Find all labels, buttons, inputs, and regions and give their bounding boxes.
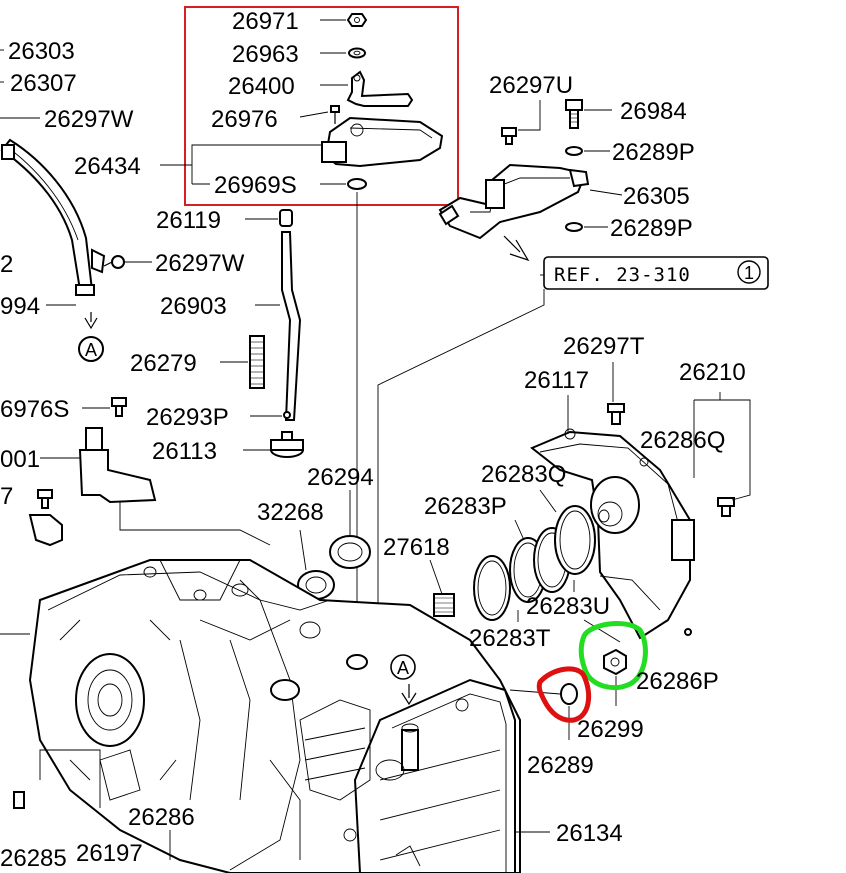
bearing-part-27618 <box>433 593 455 617</box>
label-26903: 26903 <box>160 293 227 320</box>
transaxle-housing <box>28 559 521 873</box>
pin-part-26285 <box>13 791 25 809</box>
lever-part-26400 <box>346 70 414 107</box>
label-26285: 26285 <box>0 845 67 872</box>
label-26117: 26117 <box>524 367 589 394</box>
reference-circle <box>737 260 761 284</box>
highlight-box <box>184 6 459 206</box>
arrow-icon <box>84 312 98 330</box>
bolt-part-26297T <box>607 403 625 425</box>
arrow-icon <box>401 684 417 706</box>
dipstick-tube-part-26903 <box>279 209 302 421</box>
label-001: 001 <box>0 446 40 473</box>
seal-part-26293P <box>283 411 291 419</box>
pipe-part-26305 <box>438 163 590 240</box>
label-26303: 26303 <box>8 38 75 65</box>
spring-part-26279 <box>249 335 265 389</box>
label-26294: 26294 <box>307 464 374 491</box>
label-26113: 26113 <box>152 438 217 465</box>
label-26307: 26307 <box>10 70 77 97</box>
label-26297T: 26297T <box>563 333 645 360</box>
circle-marker-a1 <box>78 336 104 362</box>
label-26305: 26305 <box>623 183 690 210</box>
reference-circle-number: 1 <box>744 263 754 283</box>
snap-ring-part-26283Q <box>554 505 596 575</box>
washer-part-26289P-a <box>565 146 583 156</box>
label-26134: 26134 <box>556 820 623 847</box>
bolt-part-6976S <box>111 397 127 417</box>
sensor-part-001 <box>78 427 157 504</box>
bolt-part-26976 <box>330 105 340 124</box>
green-highlight-circle <box>578 621 648 690</box>
label-26286P: 26286P <box>636 668 719 695</box>
pipe-part-26434-left <box>0 138 106 296</box>
bolt-part-26984 <box>565 99 583 129</box>
cap-part-26294 <box>329 535 371 569</box>
oring-part-26969S <box>347 178 367 190</box>
label-6976S: 6976S <box>0 396 69 423</box>
label-26289: 26289 <box>527 752 594 779</box>
bolt-part-26297U <box>501 127 517 145</box>
label-26119: 26119 <box>156 207 221 234</box>
label-26299: 26299 <box>577 716 644 743</box>
cap-part-26113 <box>270 431 304 458</box>
reference-box <box>543 256 769 290</box>
circle-marker-a1-text: A <box>85 340 97 360</box>
bolt-part-26297W <box>103 255 125 269</box>
washer-part-26289P-b <box>565 222 583 232</box>
label-2: 2 <box>0 251 13 278</box>
label-26283P: 26283P <box>424 493 507 520</box>
cover-part-26117 <box>530 428 695 640</box>
label-26197: 26197 <box>76 840 143 867</box>
bracket-part-left <box>28 514 63 547</box>
label-26297W-b: 26297W <box>155 250 245 277</box>
label-27618: 27618 <box>383 534 450 561</box>
label-26283T: 26283T <box>469 625 551 652</box>
label-26293P: 26293P <box>146 404 229 431</box>
washer-part-26289 <box>560 683 578 705</box>
label-26971: 26971 <box>232 8 299 35</box>
reference-text: REF. 23-310 <box>554 264 691 286</box>
label-994: 994 <box>0 293 40 320</box>
snap-ring-part-26283T <box>473 555 511 621</box>
label-7: 7 <box>0 483 13 510</box>
label-26976: 26976 <box>211 106 278 133</box>
red-highlight-circle <box>536 666 592 723</box>
label-26963: 26963 <box>232 41 299 68</box>
circle-marker-a2 <box>390 654 416 680</box>
plug-part-26299 <box>603 648 627 676</box>
label-26286Q: 26286Q <box>640 427 725 454</box>
washer-part-26963 <box>348 47 366 59</box>
label-32268: 32268 <box>257 499 324 526</box>
label-26289P-b: 26289P <box>610 215 693 242</box>
label-26297U: 26297U <box>489 72 573 99</box>
label-26969S: 26969S <box>214 172 297 199</box>
bolt-part-7 <box>37 489 53 509</box>
label-26984: 26984 <box>620 98 687 125</box>
label-26283U: 26283U <box>526 593 610 620</box>
label-26283Q: 26283Q <box>481 461 566 488</box>
label-26297W-a: 26297W <box>44 106 134 133</box>
label-26434: 26434 <box>74 153 141 180</box>
pin-part-26286P <box>684 628 692 636</box>
arrow-icon <box>503 235 530 262</box>
bolt-part-26210 <box>717 497 735 517</box>
circle-marker-a2-text: A <box>397 658 409 678</box>
switch-part-26434 <box>321 116 444 168</box>
label-26286: 26286 <box>128 804 195 831</box>
nut-part-26971 <box>346 13 368 27</box>
label-26289P-a: 26289P <box>612 139 695 166</box>
label-26279: 26279 <box>130 350 197 377</box>
label-26210: 26210 <box>679 359 746 386</box>
label-26400: 26400 <box>228 73 295 100</box>
